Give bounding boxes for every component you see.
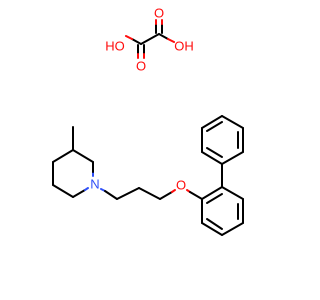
linker-bond-c1-c2 <box>116 187 140 200</box>
oxalic-c-c-bond <box>140 33 160 45</box>
ring-bond-c6-n <box>72 189 86 198</box>
ring-bond-c2-c3 <box>72 149 94 163</box>
linker-bond-o-aryl <box>189 191 203 200</box>
ring-bond-c3-c4 <box>52 149 74 163</box>
atom-label-n: N <box>90 177 99 192</box>
oxalic-c-oh-bond-right <box>158 33 169 40</box>
oxalic-c-oh-bond-left <box>131 38 142 45</box>
oxalic-acid: HO OH O O <box>105 6 194 74</box>
atom-label-o-top: O <box>154 6 164 21</box>
linker-bond-c2-c3 <box>138 187 161 200</box>
atom-label-o-bottom: O <box>136 59 146 74</box>
atom-label-oh-right: OH <box>174 39 194 54</box>
methylpiperidine-ring: N <box>52 126 100 198</box>
upper-phenyl-ring <box>201 115 244 165</box>
chemical-structure-diagram: HO OH O O N O <box>52 6 244 236</box>
atom-label-ether-o: O <box>176 178 186 193</box>
lower-phenyl-ring <box>201 186 244 236</box>
atom-label-ho-left: HO <box>105 39 125 54</box>
propyl-linker: O <box>100 178 203 200</box>
linker-bond-n-c1 <box>104 190 118 200</box>
linker-bond-c3-o <box>159 191 173 200</box>
ring-bond-c5-c6 <box>52 184 74 198</box>
